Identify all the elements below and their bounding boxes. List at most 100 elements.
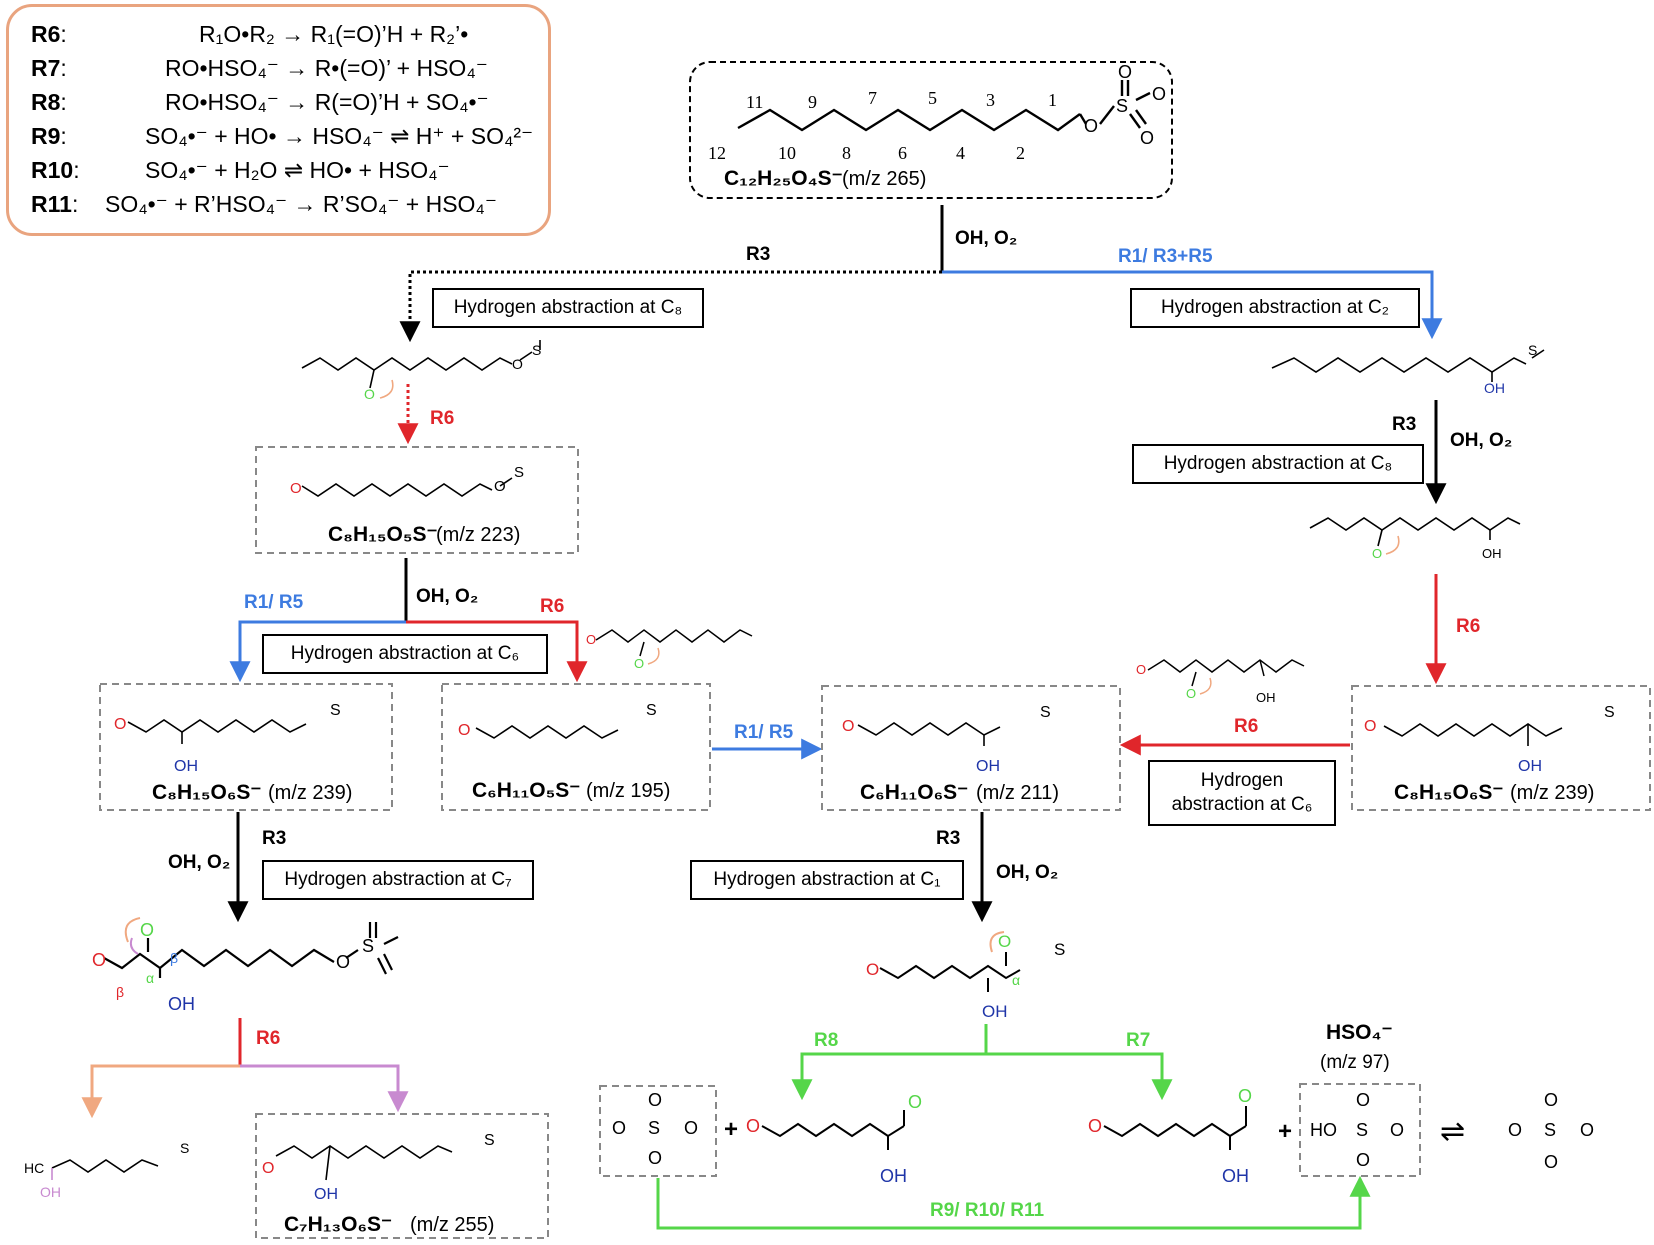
aldehyde-oxygen: O	[1136, 662, 1147, 677]
legend-row-r9: R9: SO₄•⁻ + HO• → HSO₄⁻ ⇌ H⁺ + SO₄²⁻	[31, 123, 534, 149]
aldehyde-oxygen: O	[262, 1160, 275, 1177]
product-formula-195: C₆H₁₁O₅S⁻	[472, 779, 581, 802]
atom-label: S	[532, 342, 542, 358]
legend-tag: R6	[31, 21, 61, 47]
alpha-label: α	[1012, 972, 1021, 988]
atom-label: S	[1054, 940, 1066, 959]
pathway-label-r6: R6	[540, 596, 565, 617]
atom-label: O	[512, 356, 523, 372]
legend-tag: R11	[31, 191, 72, 217]
oxygen-radical-label: O	[1186, 686, 1197, 701]
reagent-label: OH, O₂	[416, 586, 479, 607]
product-formula-239b: C₈H₁₅O₆S⁻	[1394, 781, 1504, 804]
product-mz-239a: (m/z 239)	[268, 782, 353, 804]
carbon-number: 10	[778, 143, 796, 163]
reagent-label: OH, O₂	[168, 852, 231, 873]
atom-label: O	[1356, 1090, 1371, 1110]
legend-row-r11: R11: SO₄•⁻ + R’HSO₄⁻ → R’SO₄⁻ + HSO₄⁻	[31, 191, 497, 217]
aldehyde-oxygen: O	[114, 716, 127, 733]
box-mz239a	[99, 683, 393, 811]
reagent-label: OH, O₂	[996, 862, 1059, 883]
atom-label: O	[1580, 1120, 1595, 1140]
aldehyde-oxygen: O	[586, 632, 597, 647]
hydroxyl-label: OH	[168, 994, 195, 1014]
carbon-number: 2	[1016, 143, 1025, 163]
legend-equation: SO₄•⁻ + H₂O ⇌ HO• + HSO₄⁻	[145, 157, 450, 183]
atom-label: S	[1040, 704, 1051, 721]
pathway-label-r1-r5: R1/ R5	[734, 722, 794, 743]
hydroxyl-label: OH	[1482, 546, 1502, 561]
product-mz-211: (m/z 211)	[976, 782, 1059, 804]
product-formula-223: C₈H₁₅O₅S⁻	[328, 523, 438, 546]
carbon-number: 11	[746, 92, 764, 112]
box-mz223	[255, 446, 579, 554]
beta-label: β	[116, 984, 125, 1000]
pathway-label-r9-r10-r11: R9/ R10/ R11	[930, 1200, 1045, 1221]
hydroxyl-label: OH	[174, 758, 198, 775]
aldehyde-oxygen: O	[1088, 1116, 1103, 1136]
atom-label: O	[1544, 1090, 1559, 1110]
hydroxyl-label: OH	[314, 1186, 338, 1203]
pathway-label-r8: R8	[814, 1030, 839, 1051]
aldehyde-oxygen: O	[866, 960, 880, 979]
atom-label: O	[494, 478, 506, 495]
carbon-number: 8	[842, 143, 851, 163]
atom-label: O	[1152, 84, 1167, 104]
product-formula-211: C₆H₁₁O₆S⁻	[860, 781, 969, 804]
pathway-label-r6: R6	[256, 1028, 281, 1049]
atom-label: O	[1084, 116, 1099, 136]
atom-label: O	[1356, 1150, 1371, 1170]
product-mz-255: (m/z 255)	[410, 1214, 495, 1236]
abstraction-box-c8-left: Hydrogen abstraction at C₈	[432, 288, 704, 328]
carbon-number: 5	[928, 88, 937, 108]
atom-label: O	[1390, 1120, 1405, 1140]
atom-label: S	[648, 1118, 661, 1138]
aldehyde-oxygen: O	[458, 722, 471, 739]
pathway-label-r1-r5: R1/ R5	[244, 592, 304, 613]
atom-label: O	[648, 1148, 663, 1168]
product-mz-239b: (m/z 239)	[1510, 782, 1595, 804]
legend-equation: RO•HSO₄⁻ → R(=O)’H + SO₄•⁻	[165, 89, 489, 115]
carbon-number: 1	[1048, 90, 1057, 110]
legend-row-r8: R8: RO•HSO₄⁻ → R(=O)’H + SO₄•⁻	[31, 89, 489, 115]
pathway-label-r6: R6	[1234, 716, 1259, 737]
atom-label: S	[484, 1132, 495, 1149]
legend-equation: SO₄•⁻ + R’HSO₄⁻ → R’SO₄⁻ + HSO₄⁻	[105, 191, 497, 217]
abstraction-line: abstraction at C₆	[1171, 794, 1313, 815]
atom-label: S	[1116, 96, 1129, 116]
atom-label: O	[1118, 62, 1133, 82]
aldehyde-oxygen: O	[1364, 718, 1377, 735]
oxygen-radical-label: O	[1372, 546, 1383, 561]
carbon-number: 3	[986, 90, 995, 110]
abstraction-line: Hydrogen	[1200, 770, 1284, 792]
parent-mz: (m/z 265)	[842, 168, 927, 190]
aldehyde-oxygen: O	[842, 718, 855, 735]
oxygen-radical-label: O	[998, 932, 1012, 951]
box-mz195	[441, 683, 711, 811]
atom-label: O	[612, 1118, 627, 1138]
reagent-label: OH, O₂	[1450, 430, 1513, 451]
oxygen-radical-label: O	[364, 386, 375, 402]
product-mz-223: (m/z 223)	[436, 524, 521, 546]
abstraction-box-c6-left: Hydrogen abstraction at C₆	[262, 634, 548, 674]
equilibrium-sign: ⇌	[1440, 1115, 1466, 1148]
box-sulfate-radical	[599, 1085, 717, 1177]
reagent-label: OH, O₂	[955, 228, 1018, 249]
aldehyde-oxygen-green: O	[1238, 1086, 1253, 1106]
product-formula-239a: C₈H₁₅O₆S⁻	[152, 781, 262, 804]
abstraction-box-c8-right: Hydrogen abstraction at C₈	[1132, 444, 1424, 484]
legend-row-r7: R7: RO•HSO₄⁻ → R•(=O)’ + HSO₄⁻	[31, 55, 488, 81]
hydroxyl-label: OH	[1222, 1166, 1249, 1186]
abstraction-box-c6-right: Hydrogen abstraction at C₆	[1148, 760, 1336, 826]
carbon-number: 4	[956, 143, 965, 163]
box-hso4	[1299, 1083, 1421, 1177]
carbon-number: 12	[708, 143, 726, 163]
pathway-label-r3: R3	[262, 828, 287, 849]
oxygen-radical-label: O	[140, 920, 155, 940]
atom-label: S	[330, 702, 341, 719]
plus-sign: +	[1278, 1118, 1293, 1145]
pathway-label-r3: R3	[1392, 414, 1417, 435]
atom-label: HC	[24, 1160, 45, 1176]
product-formula-hso4: HSO₄⁻	[1326, 1021, 1393, 1044]
